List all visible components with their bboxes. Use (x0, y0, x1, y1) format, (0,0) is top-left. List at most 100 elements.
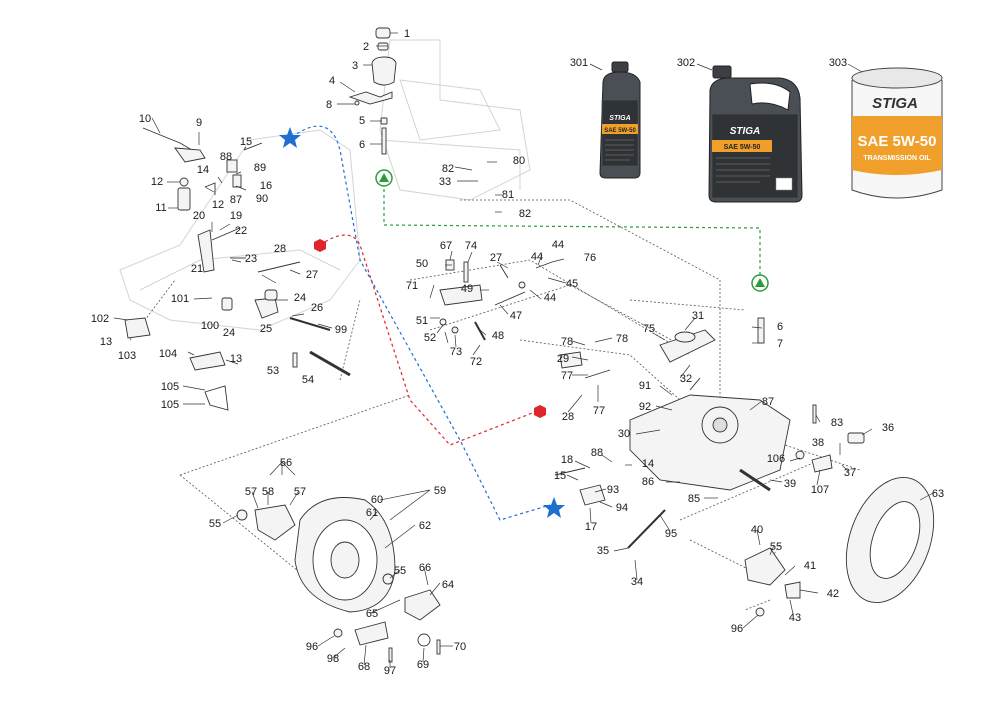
hub-64 (404, 589, 441, 621)
part-label: 47 (510, 310, 522, 322)
part-label: 22 (235, 225, 247, 237)
part-label: 65 (366, 608, 378, 620)
part-label: 72 (470, 356, 482, 368)
connector-routes (291, 125, 761, 521)
part-label: 78 (616, 333, 628, 345)
reservoir-bracket (348, 91, 393, 105)
part-label: 19 (230, 210, 242, 222)
part-label: 86 (642, 476, 654, 488)
part-label: 40 (751, 524, 763, 536)
red-connector-route (319, 234, 541, 446)
blue-star-icon (543, 497, 565, 518)
part-label: 52 (424, 332, 436, 344)
part-label: 35 (597, 545, 609, 557)
part-label: 41 (804, 560, 816, 572)
rod-35 (627, 509, 666, 549)
part-label: 44 (531, 251, 543, 263)
part-label: 50 (416, 258, 428, 270)
hub-40 (744, 547, 786, 586)
hose (381, 127, 387, 155)
part-label: 48 (492, 330, 504, 342)
part-label: 31 (692, 310, 704, 322)
part-label: 68 (358, 661, 370, 673)
part-label: 102 (91, 313, 109, 325)
part-label: 76 (584, 252, 596, 264)
blue-star-icon (279, 127, 301, 148)
part-label: 88 (591, 447, 603, 459)
part-label: 17 (585, 521, 597, 533)
part-label: 89 (254, 162, 266, 174)
parts-drawings (124, 27, 935, 663)
connector-symbols (279, 127, 769, 518)
part-label: 301 (570, 57, 588, 69)
part-label: 54 (302, 374, 314, 386)
part-label: 73 (450, 346, 462, 358)
rod-54 (309, 350, 351, 377)
part-label: 107 (811, 484, 829, 496)
part-label: 97 (384, 665, 396, 677)
part-label: 13 (100, 336, 112, 348)
part-label: 101 (171, 293, 189, 305)
part-label: 55 (209, 518, 221, 530)
part-label: 70 (454, 641, 466, 653)
part-label: 58 (262, 486, 274, 498)
oil-label: SAE 5W-50 (858, 133, 937, 150)
part-label: 1 (404, 28, 410, 40)
part-label: 96 (731, 623, 743, 635)
product-jug: 302 STIGA SAE 5W-50 (677, 57, 803, 203)
part-label: 63 (932, 488, 944, 500)
part-label: 37 (844, 467, 856, 479)
part-label: 9 (196, 117, 202, 129)
part-label: 23 (245, 253, 257, 265)
part-label: 25 (260, 323, 272, 335)
part-label: 44 (552, 239, 564, 251)
part-label: 88 (220, 151, 232, 163)
part-label: 67 (440, 240, 452, 252)
part-label: 15 (240, 136, 252, 148)
part-label: 42 (827, 588, 839, 600)
part-label: 56 (280, 457, 292, 469)
part-label: 38 (812, 437, 824, 449)
lever-rod (142, 127, 193, 151)
part-label: 78 (561, 336, 573, 348)
part-label: 12 (212, 199, 224, 211)
part-labels: 1 2 3 4 5 6 8 9 10 11 12 12 13 13 14 15 … (91, 28, 944, 677)
part-label: 15 (554, 470, 566, 482)
part-label: 64 (442, 579, 454, 591)
part-label: 24 (223, 327, 235, 339)
part-label: 80 (513, 155, 525, 167)
part-label: 62 (419, 520, 431, 532)
part-label: 87 (762, 396, 774, 408)
part-label: 49 (461, 283, 473, 295)
part-label: 39 (784, 478, 796, 490)
part-label: 74 (465, 240, 477, 252)
product-bottle: 301 STIGA SAE 5W-50 (570, 57, 641, 179)
part-label: 85 (688, 493, 700, 505)
part-label: 302 (677, 57, 695, 69)
part-label: 60 (371, 494, 383, 506)
part-label: 14 (642, 458, 654, 470)
part-label: 96 (306, 641, 318, 653)
part-label: 29 (557, 353, 569, 365)
part-label: 11 (155, 202, 166, 214)
part-label: 45 (566, 278, 578, 290)
transmission-body (629, 394, 791, 491)
part-label: 90 (256, 193, 268, 205)
part-label: 14 (197, 164, 209, 176)
oil-label: SAE 5W-50 (724, 144, 761, 151)
plate-103 (124, 317, 151, 339)
part-label: 3 (352, 60, 358, 72)
part-label: 75 (643, 323, 655, 335)
elbow-107 (811, 454, 833, 473)
bolt-83 (812, 404, 817, 424)
part-label: 104 (159, 348, 177, 360)
part-label: 105 (161, 399, 179, 411)
part-label: 34 (631, 576, 643, 588)
part-label: 28 (562, 411, 574, 423)
part-label: 82 (442, 163, 454, 175)
leader-lines (113, 32, 936, 668)
part-label: 30 (618, 428, 630, 440)
part-label: 87 (230, 194, 242, 206)
part-label: 18 (561, 454, 573, 466)
part-label: 83 (831, 417, 843, 429)
